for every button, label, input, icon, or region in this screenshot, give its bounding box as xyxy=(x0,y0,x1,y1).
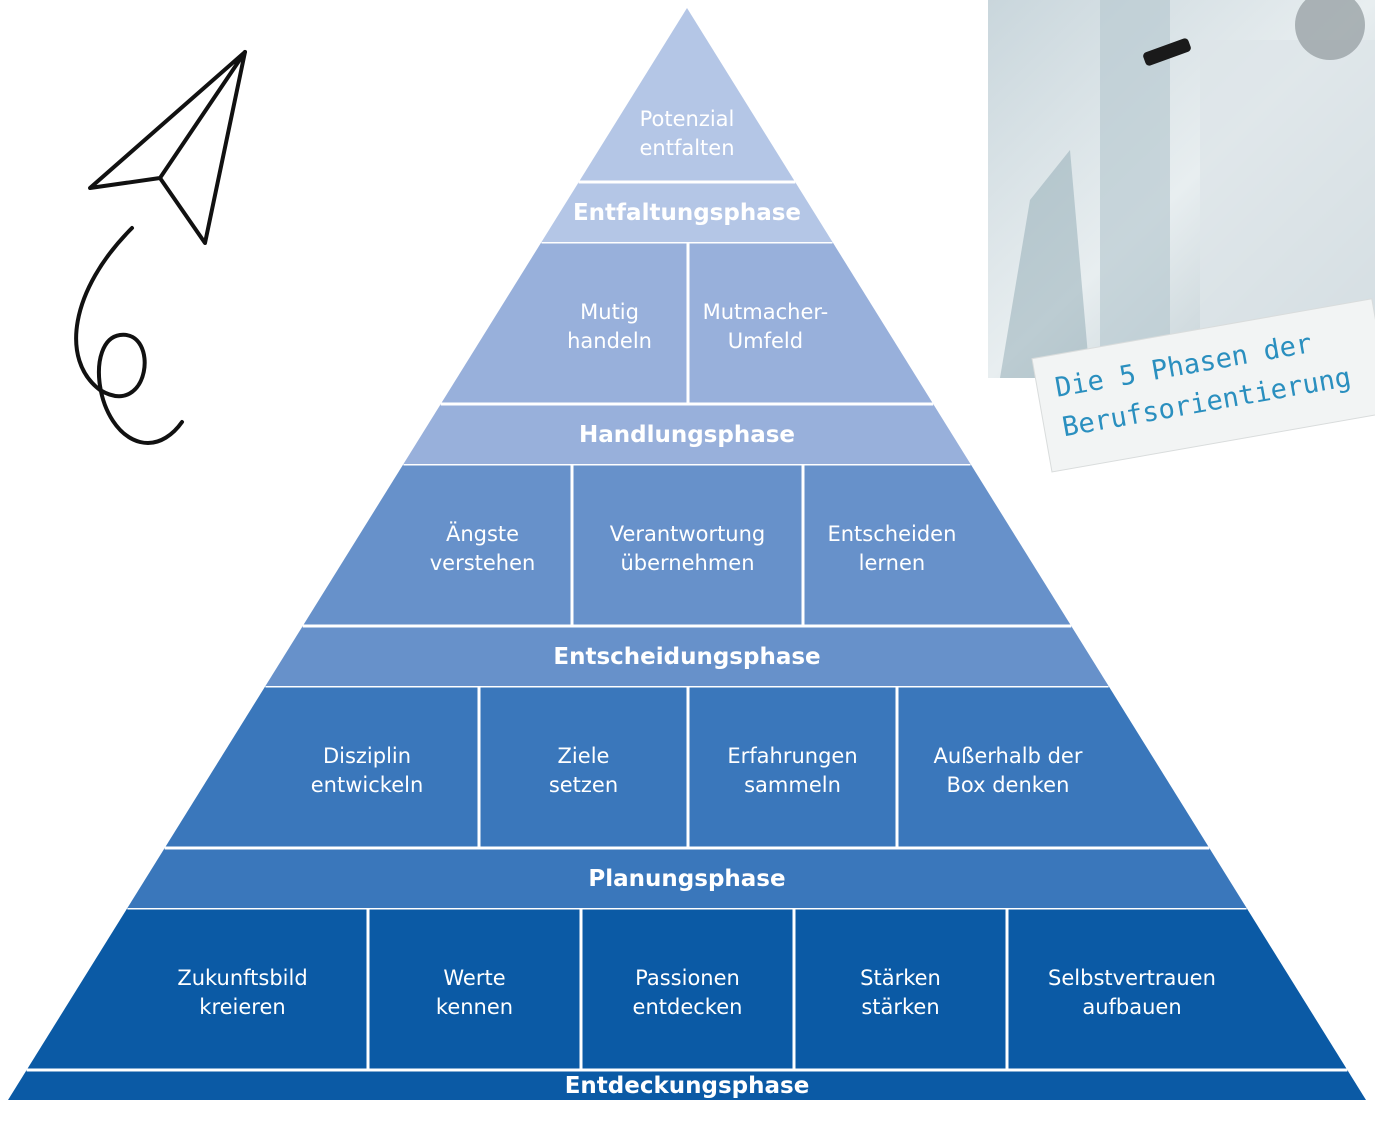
cell-label-line1: Ängste xyxy=(446,521,519,546)
cell-label-line1: Mutmacher- xyxy=(703,300,829,324)
cell-label-line2: stärken xyxy=(861,995,939,1019)
phase-label: Planungsphase xyxy=(588,866,785,892)
photo xyxy=(988,0,1375,378)
cell-label-line1: Außerhalb der xyxy=(933,744,1082,768)
cell-label-line2: Box denken xyxy=(947,773,1070,797)
phase-label: Entscheidungsphase xyxy=(553,644,820,670)
cell-label-line2: entwickeln xyxy=(311,773,424,797)
cell-label-line2: Umfeld xyxy=(728,329,803,353)
cell-label-line1: Zukunftsbild xyxy=(177,966,307,990)
cell-label-line1: Werte xyxy=(443,966,505,990)
cell-label-line1: Verantwortung xyxy=(610,522,766,546)
pyramid: Entdeckungsphase Zukunftsbild kreieren Wert… xyxy=(8,8,1366,1100)
cell-label-line1: Entscheiden xyxy=(827,522,956,546)
cell-label-line1: Erfahrungen xyxy=(727,744,857,768)
apex-triangle xyxy=(578,8,796,182)
apex-label-line1: Potenzial xyxy=(640,107,735,131)
phase-label: Entdeckungsphase xyxy=(565,1073,810,1099)
phase-band xyxy=(403,404,971,464)
cell-label-line1: Disziplin xyxy=(323,744,411,768)
cell-label-line2: setzen xyxy=(549,773,618,797)
tape-note: Die 5 Phasen der Berufsorientierung xyxy=(1031,298,1375,473)
cell-label-line2: kennen xyxy=(436,995,513,1019)
cell-label-line1: Stärken xyxy=(860,966,941,990)
phase-band xyxy=(541,182,833,242)
paper-plane-icon xyxy=(74,50,247,445)
cell-label-line2: sammeln xyxy=(744,773,841,797)
cell-label-line2: kreieren xyxy=(199,995,285,1019)
phase-label: Entfaltungsphase xyxy=(573,200,801,226)
cell-label-line2: entdecken xyxy=(633,995,743,1019)
cell-label-line2: aufbauen xyxy=(1082,995,1181,1019)
phase-band xyxy=(8,1070,1366,1100)
cell-label-line2: verstehen xyxy=(430,551,536,575)
cell-label-line2: lernen xyxy=(859,551,926,575)
apex-label-line2: entfalten xyxy=(639,136,734,160)
phase-label: Handlungsphase xyxy=(579,422,795,448)
level-cells-band xyxy=(302,464,1072,626)
phase-band xyxy=(127,848,1247,908)
cell-label-line1: Passionen xyxy=(635,966,740,990)
cell-label-line1: Selbstvertrauen xyxy=(1048,966,1216,990)
cell-label-line1: Mutig xyxy=(580,300,639,324)
cell-label-line2: handeln xyxy=(567,329,652,353)
cell-label-line2: übernehmen xyxy=(620,551,754,575)
phase-band xyxy=(265,626,1109,686)
cell-label-line1: Ziele xyxy=(558,744,610,768)
level-cells-band xyxy=(26,908,1348,1070)
